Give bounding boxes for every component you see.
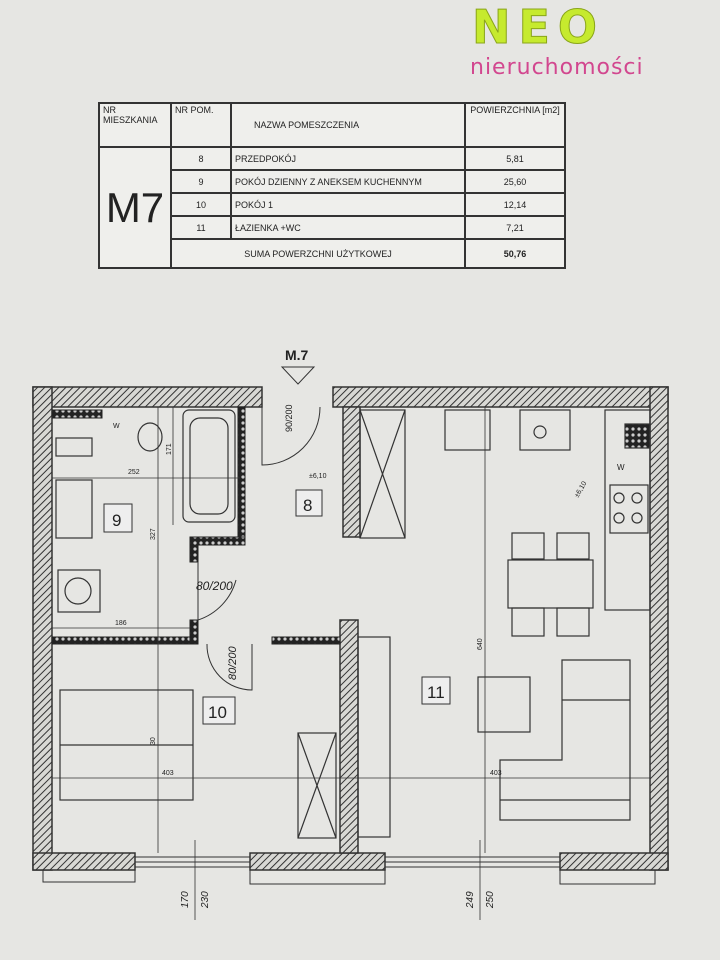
kitchen-units — [604, 409, 651, 611]
window1-height: 230 — [200, 891, 211, 909]
table-row: M7 8 PRZEDPOKÓJ 5,81 — [98, 146, 566, 269]
room-door-size: 80/200 — [227, 645, 239, 680]
header-apartment-no: NR MIESZKANIA — [98, 102, 172, 148]
room-area: 25,60 — [464, 169, 566, 194]
sofa — [499, 659, 631, 821]
header-room-name: NAZWA POMESZCZENIA — [230, 102, 466, 148]
level-mark-2: ±6,10 — [574, 480, 589, 499]
furniture — [55, 409, 651, 839]
neo-logo: NEO nieruchomości — [468, 4, 713, 88]
kitchen-counter — [444, 409, 491, 451]
dim-186: 186 — [115, 620, 127, 627]
outer-walls — [32, 386, 669, 871]
room-name: ŁAZIENKA +WC — [230, 215, 466, 240]
room-area: 5,81 — [464, 146, 566, 171]
apartment-number: M7 — [98, 146, 172, 269]
partition-walls — [51, 406, 341, 645]
table-header: NR MIESZKANIA NR POM. NAZWA POMESZCZENIA… — [98, 102, 566, 148]
stove — [609, 484, 649, 534]
dim-252: 252 — [128, 469, 140, 476]
room-no: 9 — [170, 169, 232, 194]
dim-171: 171 — [166, 443, 173, 455]
table-row: 10 POKÓJ 1 12,14 — [99, 192, 566, 217]
header-room-no: NR POM. — [170, 102, 232, 148]
room-name: POKÓJ 1 — [230, 192, 466, 217]
room-tag-10-text: 10 — [208, 703, 227, 722]
total-label: SUMA POWERZCHNI UŻYTKOWEJ — [170, 238, 466, 269]
bath-door-size: 80/200 — [196, 579, 233, 593]
room-tag-9 — [103, 503, 133, 533]
bathtub — [182, 409, 236, 523]
dim-403-left: 403 — [162, 770, 174, 777]
table-row: 9 POKÓJ DZIENNY Z ANEKSEM KUCHENNYM 25,6… — [99, 169, 566, 194]
dimension-lines — [52, 407, 650, 920]
room-area: 12,14 — [464, 192, 566, 217]
entry-door-size: 90/200 — [284, 404, 294, 432]
entrance-marker-icon — [280, 366, 316, 385]
window2-width: 249 — [465, 891, 476, 909]
room-name: POKÓJ DZIENNY Z ANEKSEM KUCHENNYM — [230, 169, 466, 194]
washing-machine — [57, 569, 101, 613]
shower — [55, 479, 93, 539]
logo-brand: NEO — [471, 0, 606, 54]
room-name: PRZEDPOKÓJ — [230, 146, 466, 171]
room-tag-11 — [421, 676, 451, 705]
tv-cabinet — [357, 636, 391, 838]
window1-width: 170 — [180, 891, 191, 908]
doors — [197, 406, 321, 691]
table-row: 11 ŁAZIENKA +WC 7,21 — [99, 215, 566, 240]
room-no: 10 — [170, 192, 232, 217]
header-area: POWIERZCHNIA [m2] — [464, 102, 566, 148]
windows — [42, 856, 656, 885]
sink — [519, 409, 571, 451]
logo-subtitle: nieruchomości — [470, 55, 644, 80]
dim-640: 640 — [477, 638, 484, 650]
room-tag-9-text: 9 — [112, 511, 121, 530]
entrance-label: M.7 — [285, 347, 309, 363]
coffee-table — [477, 676, 531, 733]
water-mark-kitchen: W — [617, 463, 625, 472]
level-mark: ±6,10 — [309, 473, 327, 480]
wardrobe-2 — [297, 732, 337, 839]
total-area: 50,76 — [464, 238, 566, 269]
room-tag-11-text: 11 — [427, 683, 445, 702]
table-total-row: SUMA POWERZCHNI UŻYTKOWEJ 50,76 — [99, 238, 566, 269]
window2-height: 250 — [485, 891, 496, 909]
room-tag-8-text: 8 — [303, 496, 312, 515]
dining-table — [507, 559, 594, 609]
room-area: 7,21 — [464, 215, 566, 240]
entry-door-swing — [261, 406, 321, 466]
room-no: 11 — [170, 215, 232, 240]
room-no: 8 — [170, 146, 232, 171]
water-mark: W — [113, 423, 120, 430]
toilet — [137, 422, 163, 452]
dim-327: 327 — [150, 528, 157, 540]
room-tag-10 — [202, 696, 236, 725]
dim-403-right: 403 — [490, 770, 502, 777]
room-area-table: NR MIESZKANIA NR POM. NAZWA POMESZCZENIA… — [98, 102, 566, 269]
dim-30: 30 — [150, 737, 157, 745]
wardrobe — [359, 409, 406, 539]
room-tag-8 — [295, 489, 323, 517]
